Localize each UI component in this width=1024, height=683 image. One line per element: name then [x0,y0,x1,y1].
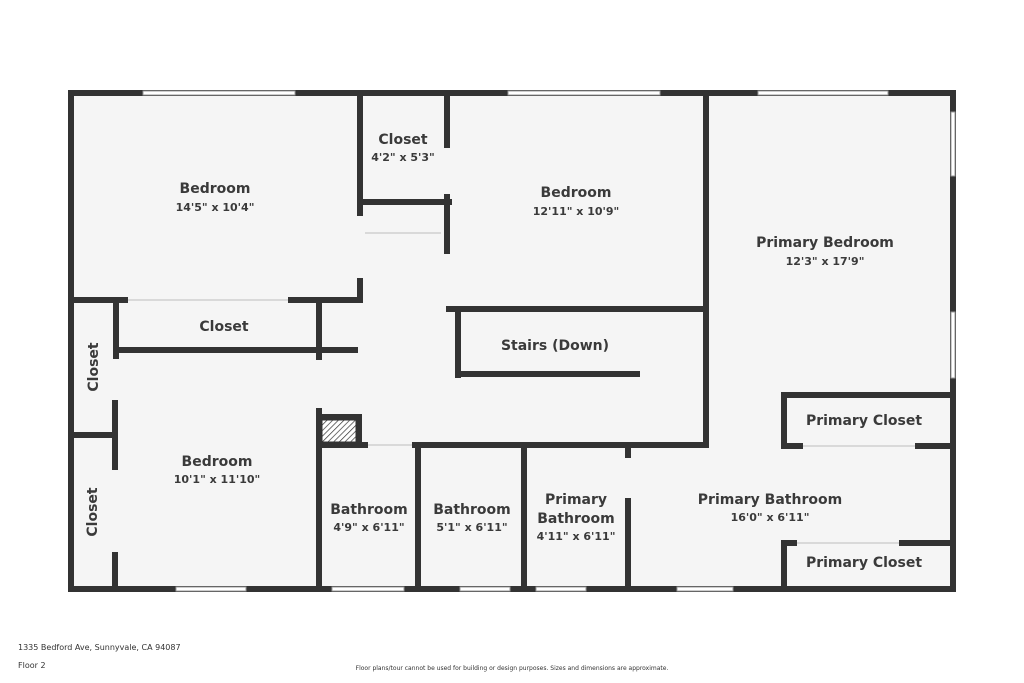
room-label-primary-bedroom: Primary Bedroom [756,235,894,251]
footer-address: 1335 Bedford Ave, Sunnyvale, CA 94087 [18,643,181,652]
door-openings [128,232,915,544]
room-labels: Bedroom 14'5" x 10'4" Closet 4'2" x 5'3"… [85,132,922,571]
room-label-bedroom-3: Bedroom [182,454,253,470]
room-dims-primary-bathroom: 16'0" x 6'11" [731,511,810,524]
room-label-primary-bathroom-small-line2: Bathroom [537,511,615,527]
room-label-closet-left-2: Closet [85,487,101,537]
room-label-bathroom-1: Bathroom [330,502,408,518]
room-label-bedroom-2: Bedroom [541,185,612,201]
room-dims-bathroom-2: 5'1" x 6'11" [436,521,507,534]
room-label-primary-closet-2: Primary Closet [806,555,922,571]
footer-floor: Floor 2 [18,661,46,670]
footer-disclaimer: Floor plans/tour cannot be used for buil… [355,665,669,672]
room-dims-bedroom-2: 12'11" x 10'9" [533,205,620,218]
room-label-stairs: Stairs (Down) [501,338,609,354]
room-label-bathroom-2: Bathroom [433,502,511,518]
interior-walls [72,94,953,592]
room-dims-primary-bedroom: 12'3" x 17'9" [786,255,865,268]
room-label-closet-left-1: Closet [86,342,102,392]
windows [142,90,956,592]
room-label-primary-closet-1: Primary Closet [806,413,922,429]
room-label-primary-bathroom-small-line1: Primary [545,492,607,508]
room-dims-bathroom-1: 4'9" x 6'11" [333,521,404,534]
room-label-closet-mid: Closet [199,319,249,335]
room-dims-primary-bathroom-small: 4'11" x 6'11" [537,530,616,543]
room-label-closet-top: Closet [378,132,428,148]
room-dims-closet-top: 4'2" x 5'3" [371,151,435,164]
chimney-hatch [321,419,357,443]
room-label-bedroom-1: Bedroom [180,181,251,197]
room-label-primary-bathroom: Primary Bathroom [698,492,842,508]
room-dims-bedroom-1: 14'5" x 10'4" [176,201,255,214]
floor-area [72,94,952,589]
room-dims-bedroom-3: 10'1" x 11'10" [174,473,261,486]
